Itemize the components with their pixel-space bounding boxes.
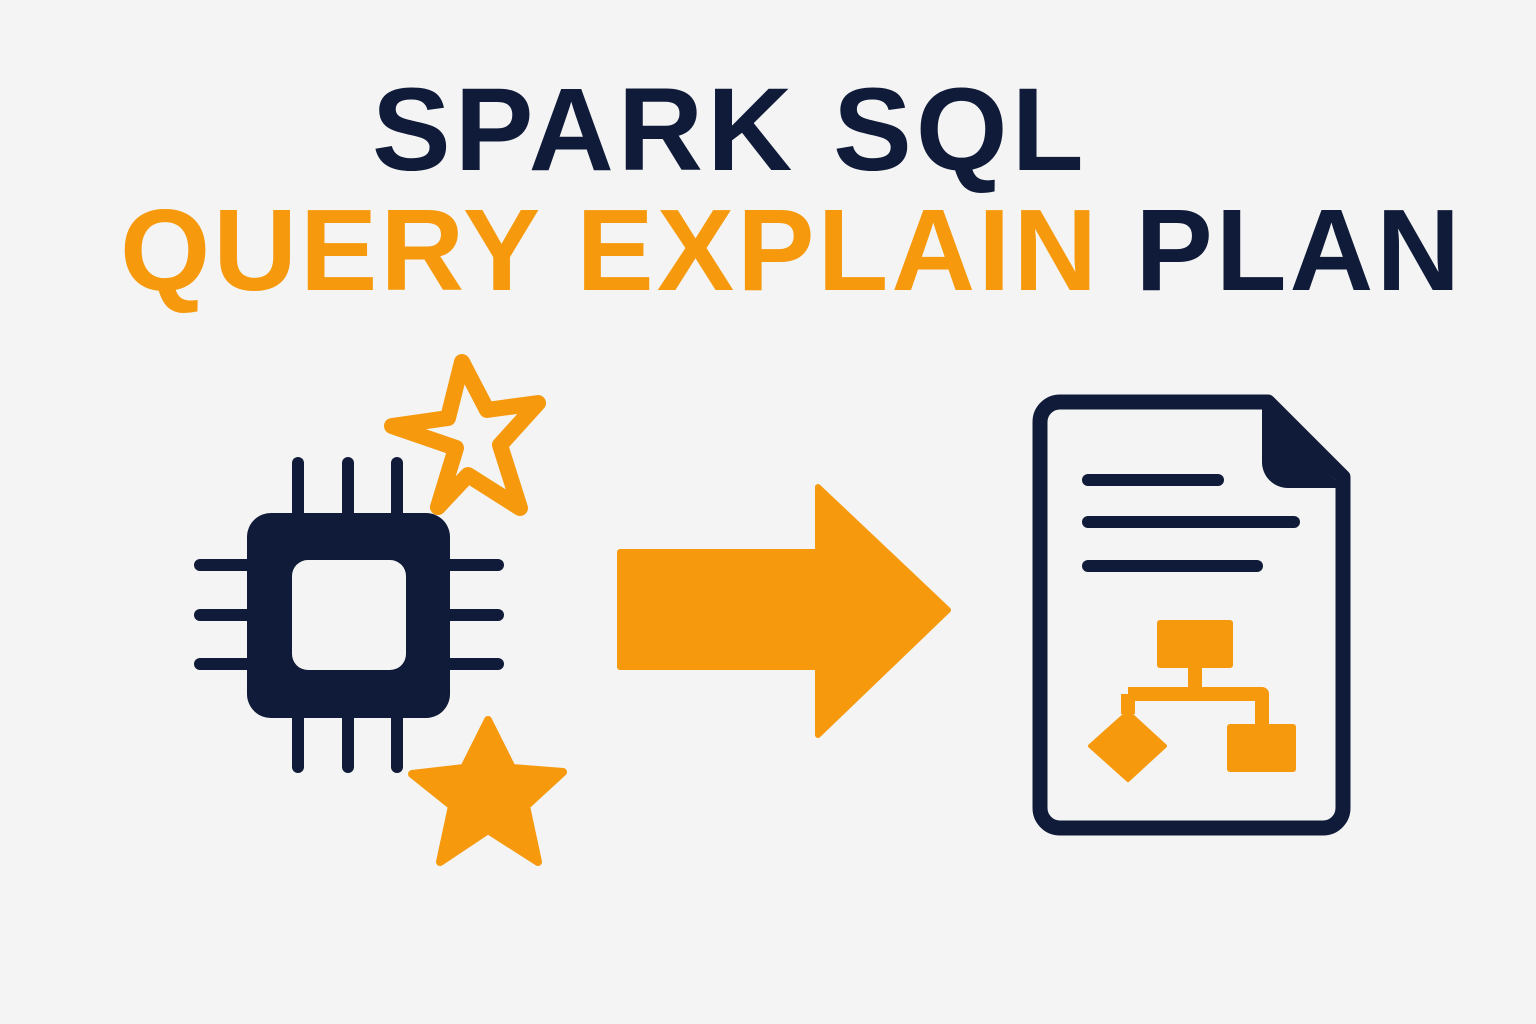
cpu-chip-icon — [194, 457, 504, 773]
title-highlight: QUERY EXPLAIN — [120, 185, 1101, 315]
outline-star-icon — [384, 354, 546, 516]
folded-corner — [1262, 402, 1343, 488]
document-flowchart-icon — [1032, 394, 1351, 836]
right-arrow-icon — [617, 484, 951, 738]
text-lines — [1082, 474, 1300, 572]
title-line-2: QUERY EXPLAIN PLAN — [120, 183, 1463, 317]
title-plan: PLAN — [1135, 185, 1464, 315]
filled-star-icon — [408, 716, 567, 866]
flowchart — [1088, 620, 1296, 782]
title-line-1: SPARK SQL — [372, 64, 1088, 196]
